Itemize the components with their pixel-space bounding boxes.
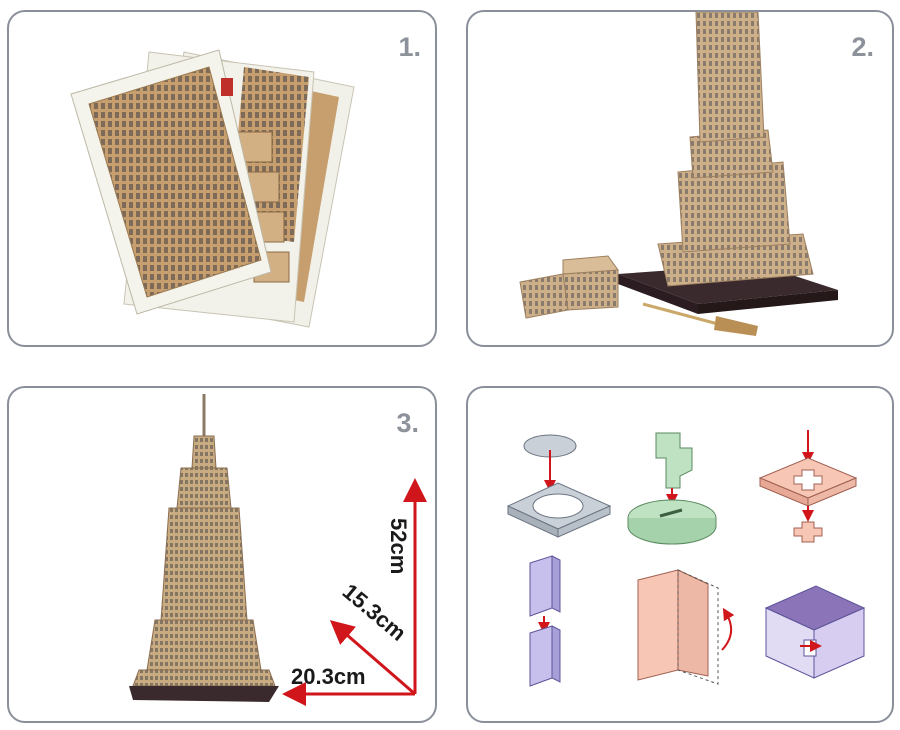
- height-label: 52cm: [386, 518, 411, 574]
- cross-insert-diagram: [758, 430, 858, 543]
- puzzle-sheet-front: [70, 49, 272, 315]
- partial-assembly-illustration: [519, 12, 838, 336]
- depth-arrow: [329, 620, 416, 696]
- interlock-slots-diagram: [529, 555, 561, 687]
- fold-panel-diagram: [637, 569, 735, 685]
- empire-state-building-model: [132, 394, 276, 687]
- dimension-arrows: [282, 478, 427, 706]
- tab-slot-diagram: [627, 432, 717, 545]
- model-tower: [677, 12, 791, 253]
- assembly-diagrams: [506, 430, 866, 687]
- disc-insert-diagram: [506, 434, 612, 538]
- model-base: [129, 686, 279, 702]
- width-label: 20.3cm: [291, 664, 366, 689]
- finished-model-illustration: 52cm 15.3cm 20.3cm: [129, 394, 427, 706]
- step-3-panel: 3. 52cm 15.3cm: [7, 386, 437, 723]
- step-1-panel: 1.: [7, 10, 437, 347]
- box-corner-diagram: [764, 585, 866, 679]
- loose-building-pieces: [519, 255, 619, 319]
- step-number: 3.: [396, 408, 419, 438]
- step-number: 1.: [398, 32, 421, 62]
- brand-logo-icon: [221, 78, 233, 96]
- assembly-techniques-panel: [466, 386, 894, 723]
- step-2-panel: 2.: [466, 10, 894, 347]
- assembly-tool-icon: [642, 302, 758, 336]
- step-number: 2.: [851, 32, 874, 62]
- puzzle-sheets-illustration: [70, 49, 355, 328]
